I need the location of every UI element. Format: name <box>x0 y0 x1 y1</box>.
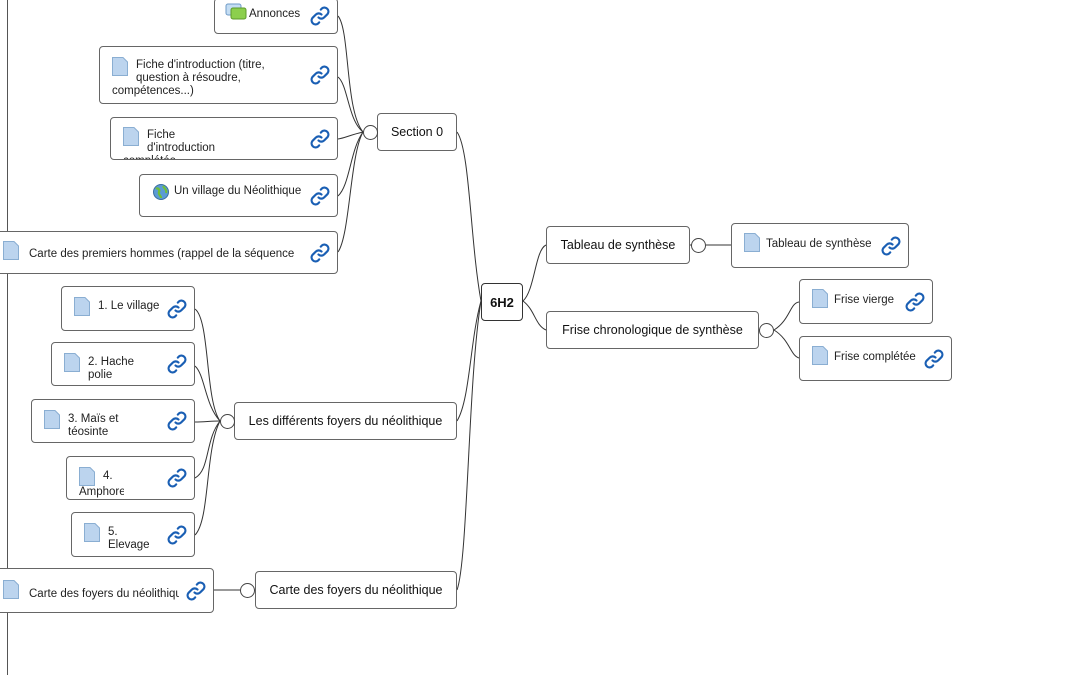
root-label: 6H2 <box>490 294 514 310</box>
leaf-label: Frise complétée <box>834 351 916 363</box>
leaf-fiche-introduction-completee[interactable]: Fiche d'introduction complétée <box>110 117 338 160</box>
leaf-mais-teosinte[interactable]: 3. Maïs et téosinte <box>31 399 195 443</box>
leaf-label: Fiche d'introduction complétée <box>123 129 216 159</box>
link-icon[interactable] <box>165 523 189 547</box>
link-icon[interactable] <box>184 579 208 603</box>
topic-tableau-synthese[interactable]: Tableau de synthèse <box>546 226 690 264</box>
leaf-label: 4. Amphore <box>79 470 124 498</box>
leaf-frise-completee[interactable]: Frise complétée <box>799 336 952 381</box>
topic-section-0[interactable]: Section 0 <box>377 113 457 151</box>
leaf-label: Carte des foyers du néolithique <box>29 588 179 600</box>
file-icon <box>112 57 128 76</box>
topic-carte-foyers[interactable]: Carte des foyers du néolithique <box>255 571 457 609</box>
leaf-label: Fiche d'introduction (titre, question à … <box>112 59 265 97</box>
link-icon[interactable] <box>308 127 332 151</box>
leaf-carte-premiers-hommes[interactable]: Carte des premiers hommes (rappel de la … <box>0 231 338 274</box>
file-icon <box>744 233 760 252</box>
leaf-label: 3. Maïs et téosinte <box>68 413 119 438</box>
leaf-label: Annonces <box>249 8 301 20</box>
edge-root-carte <box>456 300 482 591</box>
leaf-annonces[interactable]: Annonces <box>214 0 338 34</box>
file-icon <box>74 297 90 316</box>
collapse-toggle-section-0[interactable] <box>363 125 378 140</box>
globe-icon <box>153 184 169 200</box>
link-icon[interactable] <box>165 466 189 490</box>
link-icon[interactable] <box>903 290 927 314</box>
leaf-hache-polie[interactable]: 2. Hache polie <box>51 342 195 386</box>
link-icon[interactable] <box>308 63 332 87</box>
file-icon <box>3 580 19 599</box>
topic-label: Carte des foyers du néolithique <box>269 583 443 597</box>
edge-root-tableau <box>522 244 547 302</box>
file-icon <box>44 410 60 429</box>
leaf-label: Frise vierge <box>834 294 895 306</box>
link-icon[interactable] <box>879 234 903 258</box>
topic-frise-chronologique[interactable]: Frise chronologique de synthèse <box>546 311 759 349</box>
leaf-elevage[interactable]: 5. Elevage <box>71 512 195 557</box>
collapse-toggle-carte[interactable] <box>240 583 255 598</box>
edge-root-section0 <box>456 131 482 302</box>
canvas-left-border <box>7 0 8 675</box>
edge-root-foyers <box>456 300 482 422</box>
edge-root-frise <box>522 300 547 331</box>
topic-label: Tableau de synthèse <box>560 238 676 252</box>
leaf-village-neolithique[interactable]: Un village du Néolithique <box>139 174 338 217</box>
forum-icon <box>225 3 247 20</box>
link-icon[interactable] <box>308 241 332 265</box>
file-icon <box>812 346 828 365</box>
leaf-label: Un village du Néolithique <box>174 185 302 197</box>
link-icon[interactable] <box>922 347 946 371</box>
leaf-label: 1. Le village <box>98 300 160 312</box>
leaf-le-village[interactable]: 1. Le village <box>61 286 195 331</box>
collapse-toggle-frise[interactable] <box>759 323 774 338</box>
leaf-label: 2. Hache polie <box>88 356 135 381</box>
collapse-toggle-tableau[interactable] <box>691 238 706 253</box>
file-icon <box>64 353 80 372</box>
root-node[interactable]: 6H2 <box>481 283 523 321</box>
file-icon <box>812 289 828 308</box>
collapse-toggle-foyers[interactable] <box>220 414 235 429</box>
leaf-label: Carte des premiers hommes (rappel de la … <box>29 248 295 260</box>
link-icon[interactable] <box>165 297 189 321</box>
link-icon[interactable] <box>165 409 189 433</box>
leaf-label: Tableau de synthèse <box>766 238 872 250</box>
link-icon[interactable] <box>308 4 332 28</box>
leaf-label: 5. Elevage <box>108 526 150 551</box>
leaf-fiche-introduction[interactable]: Fiche d'introduction (titre, question à … <box>99 46 338 104</box>
file-icon <box>3 241 19 260</box>
topic-label: Frise chronologique de synthèse <box>562 323 743 337</box>
link-icon[interactable] <box>308 184 332 208</box>
topic-label: Les différents foyers du néolithique <box>248 414 443 428</box>
leaf-tableau-synthese[interactable]: Tableau de synthèse <box>731 223 909 268</box>
leaf-frise-vierge[interactable]: Frise vierge <box>799 279 933 324</box>
link-icon[interactable] <box>165 352 189 376</box>
file-icon <box>84 523 100 542</box>
file-icon <box>123 127 139 146</box>
leaf-carte-foyers[interactable]: Carte des foyers du néolithique <box>0 568 214 613</box>
topic-label: Section 0 <box>390 125 444 139</box>
topic-foyers-neolithique[interactable]: Les différents foyers du néolithique <box>234 402 457 440</box>
leaf-amphore[interactable]: 4. Amphore <box>66 456 195 500</box>
file-icon <box>79 467 95 486</box>
